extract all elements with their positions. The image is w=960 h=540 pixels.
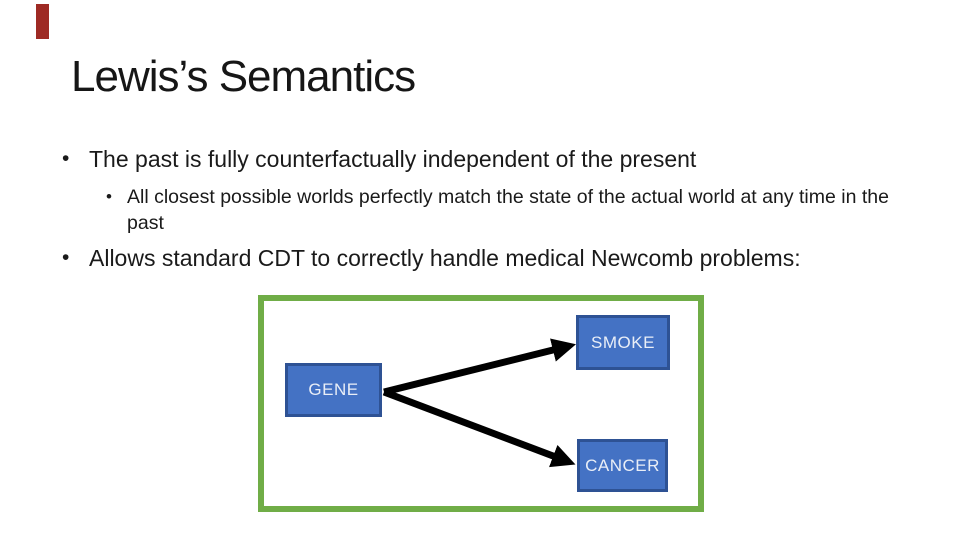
bullet-text: Allows standard CDT to correctly handle … (89, 245, 801, 271)
bullet-text: The past is fully counterfactually indep… (89, 146, 697, 172)
page-title: Lewis’s Semantics (71, 52, 416, 101)
node-smoke: SMOKE (576, 315, 670, 370)
node-cancer: CANCER (577, 439, 668, 492)
bullet-marker: • (62, 246, 70, 269)
bullet-text: All closest possible worlds perfectly ma… (127, 186, 889, 234)
bullet-item-3: • Allows standard CDT to correctly handl… (62, 243, 932, 273)
bullet-item-2: • All closest possible worlds perfectly … (106, 184, 896, 236)
bullet-item-1: • The past is fully counterfactually ind… (62, 144, 922, 174)
bullet-marker: • (62, 147, 70, 170)
accent-bar (36, 4, 49, 39)
bullet-marker: • (106, 187, 112, 206)
node-gene: GENE (285, 363, 382, 417)
